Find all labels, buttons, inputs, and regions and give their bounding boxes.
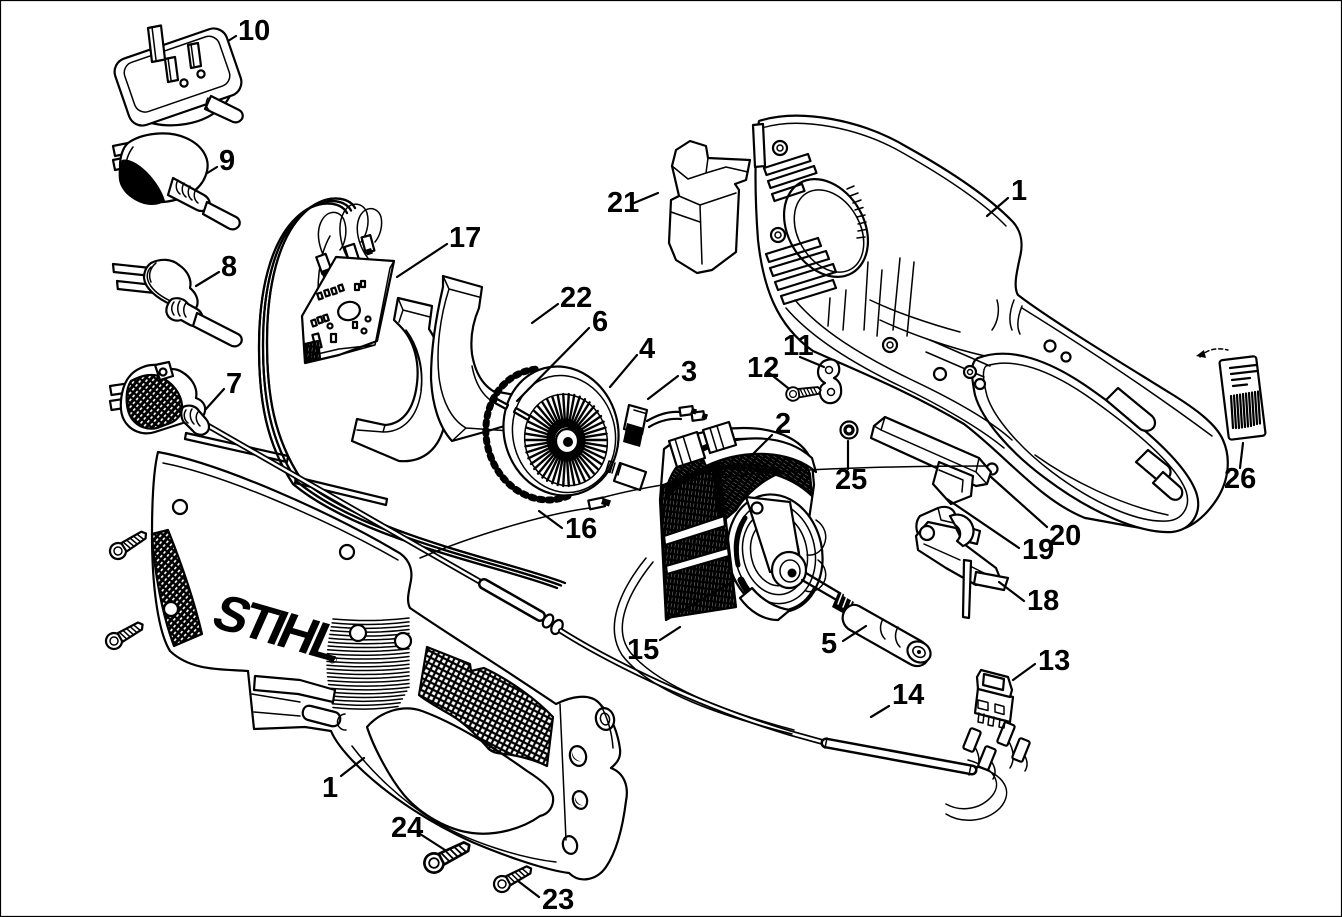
svg-text:14: 14 bbox=[892, 679, 924, 711]
svg-text:18: 18 bbox=[1027, 585, 1059, 617]
svg-text:1: 1 bbox=[1011, 175, 1027, 207]
svg-text:9: 9 bbox=[219, 145, 235, 177]
svg-text:17: 17 bbox=[449, 222, 481, 254]
svg-text:4: 4 bbox=[639, 333, 655, 365]
svg-text:2: 2 bbox=[775, 408, 791, 440]
svg-text:24: 24 bbox=[391, 812, 423, 844]
svg-text:15: 15 bbox=[627, 634, 659, 666]
svg-text:25: 25 bbox=[835, 464, 867, 496]
svg-text:12: 12 bbox=[747, 352, 779, 384]
svg-text:8: 8 bbox=[221, 251, 237, 283]
svg-text:22: 22 bbox=[560, 282, 592, 314]
svg-text:10: 10 bbox=[238, 15, 270, 47]
svg-text:13: 13 bbox=[1038, 645, 1070, 677]
svg-text:20: 20 bbox=[1049, 520, 1081, 552]
svg-text:11: 11 bbox=[783, 330, 814, 362]
svg-text:16: 16 bbox=[565, 513, 597, 545]
svg-text:5: 5 bbox=[821, 628, 837, 660]
svg-text:19: 19 bbox=[1022, 534, 1054, 566]
svg-text:7: 7 bbox=[226, 368, 242, 400]
svg-text:23: 23 bbox=[542, 884, 574, 916]
svg-text:1: 1 bbox=[322, 772, 338, 804]
svg-text:3: 3 bbox=[681, 356, 697, 388]
svg-text:6: 6 bbox=[592, 306, 608, 338]
